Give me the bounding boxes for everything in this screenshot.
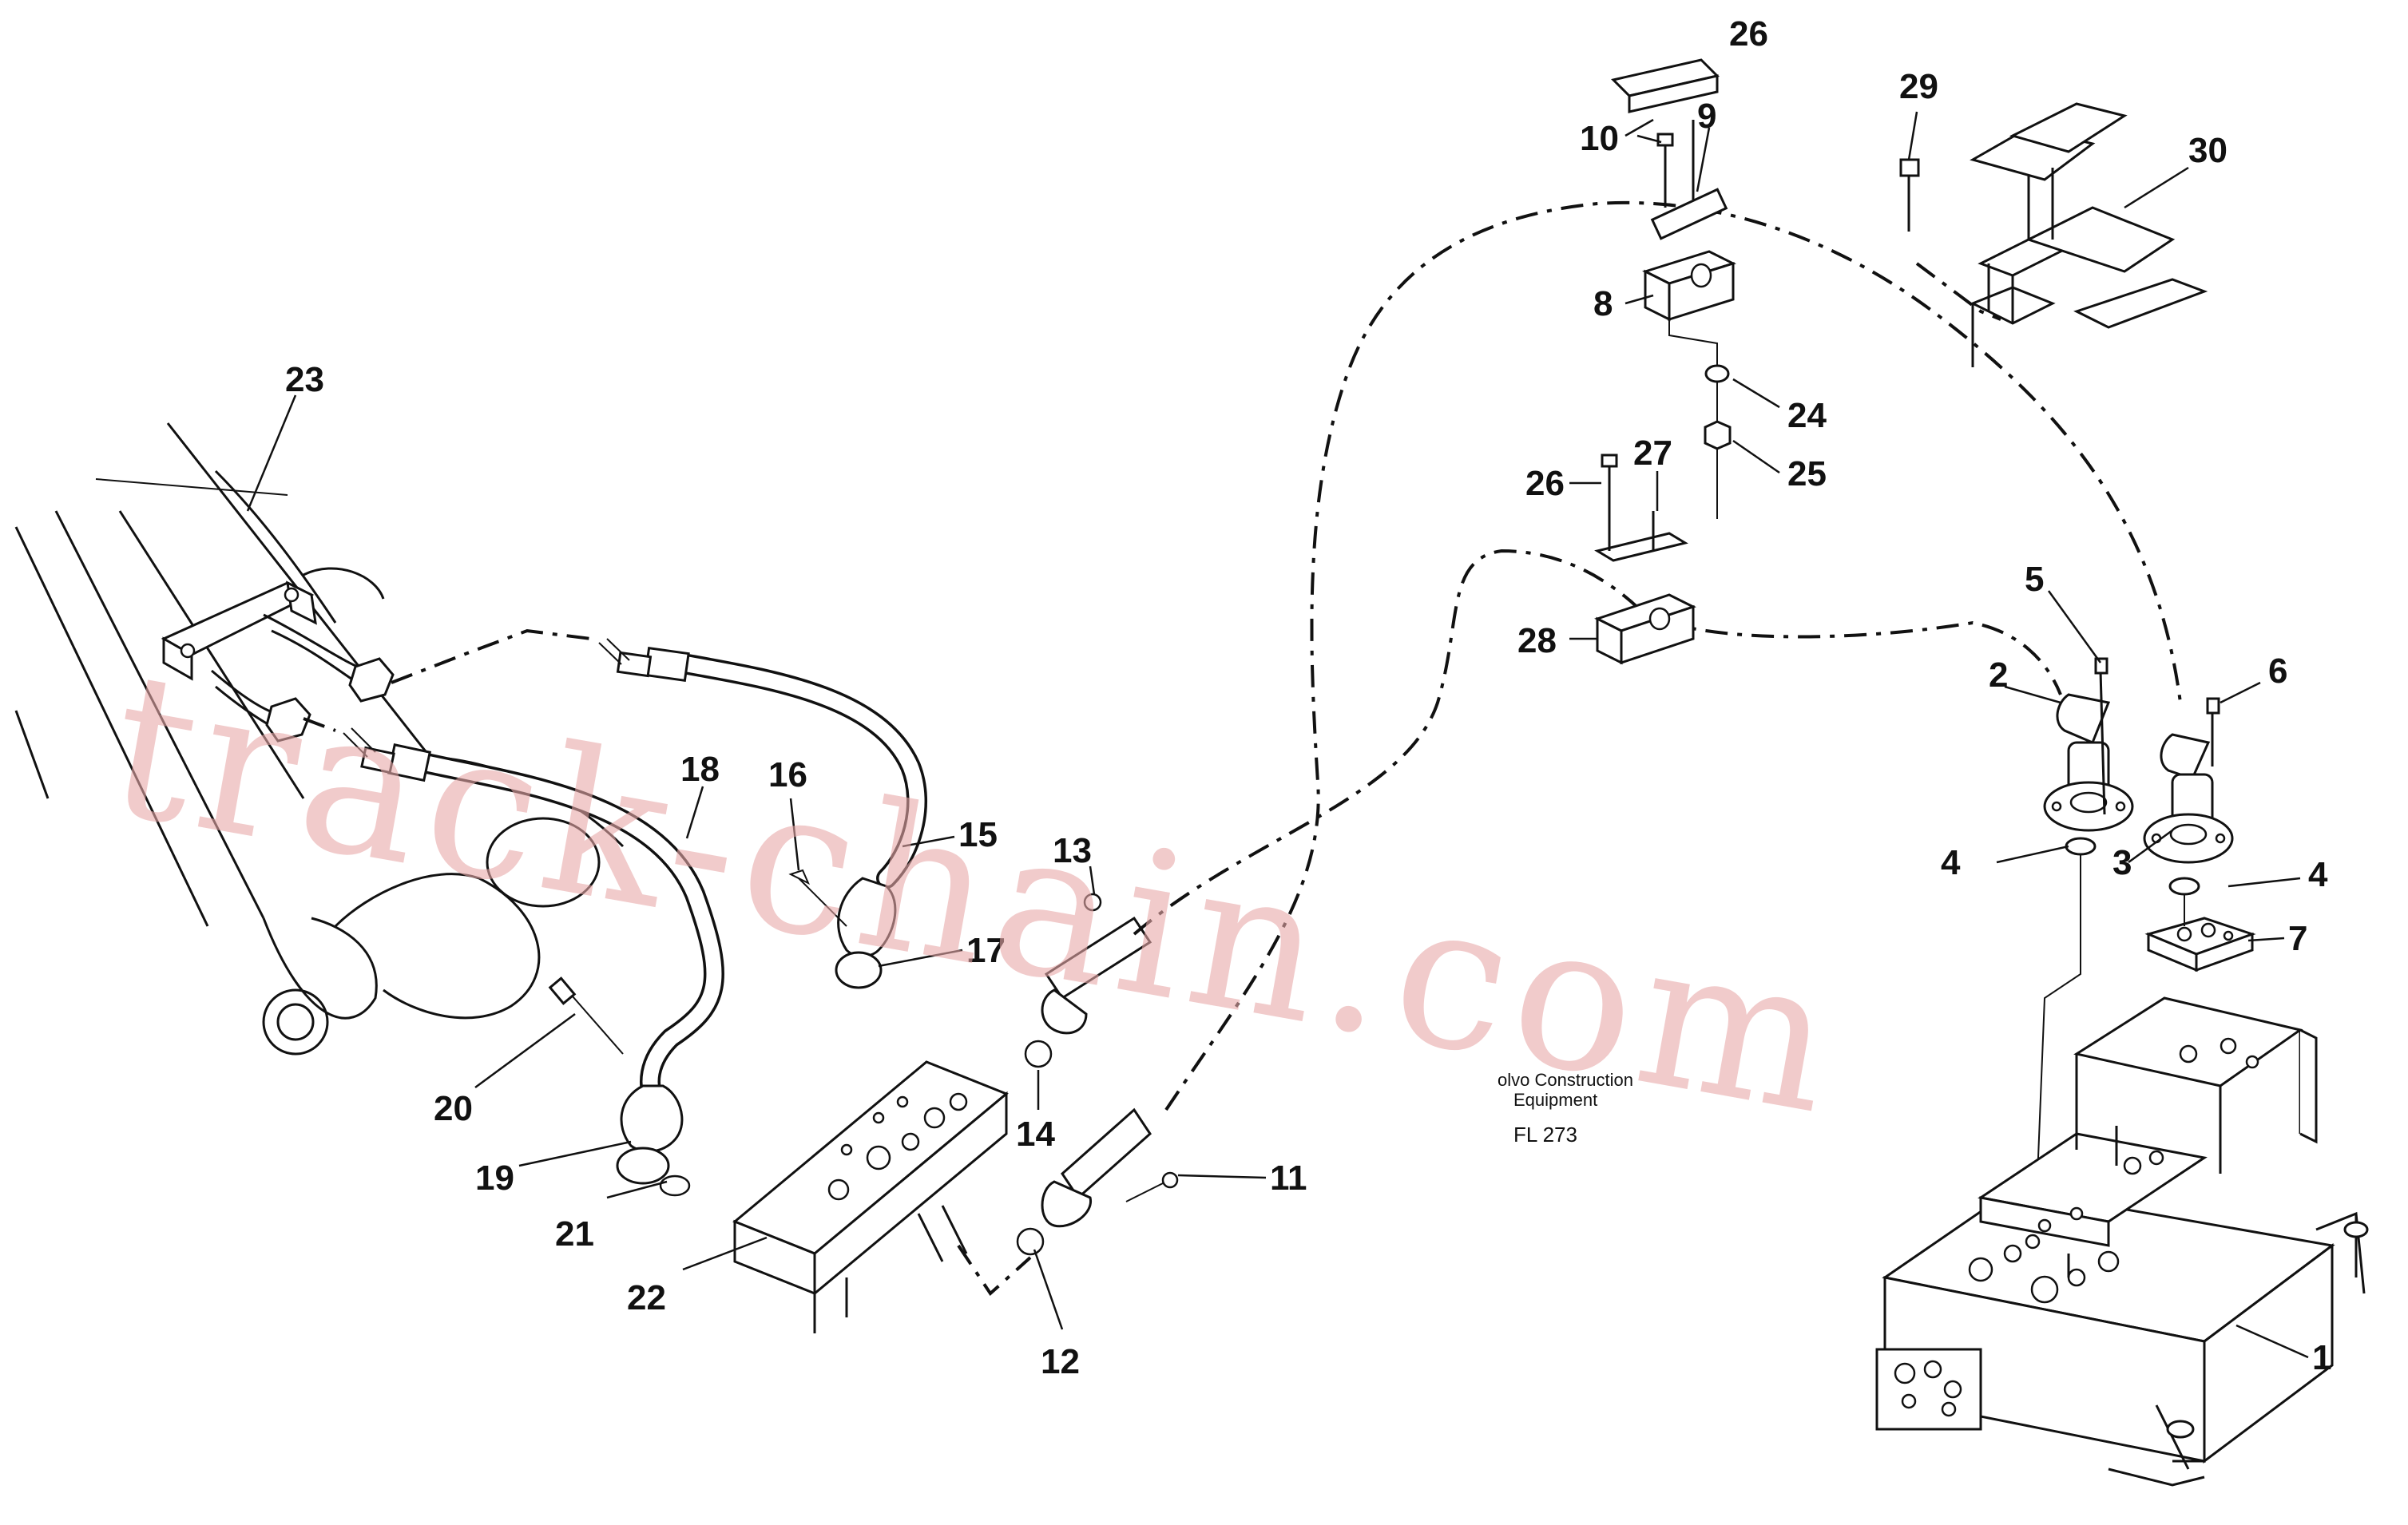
- callout-4b: 4: [2308, 855, 2328, 894]
- callout-22: 22: [627, 1278, 666, 1317]
- callout-4a: 4: [1941, 843, 1961, 882]
- valve-fitting-11: [1016, 1107, 1179, 1256]
- clamp-lower: [1594, 454, 1696, 665]
- callout-12: 12: [1041, 1342, 1080, 1381]
- leader-lines: [246, 111, 2309, 1359]
- callout-29: 29: [1899, 67, 1938, 106]
- swivel-fitting: [788, 869, 897, 989]
- callout-11: 11: [1270, 1159, 1307, 1198]
- valve-fitting-13: [1024, 893, 1152, 1068]
- valve-block-22: [732, 1060, 1009, 1333]
- callout-5: 5: [2025, 560, 2044, 599]
- callout-7: 7: [2288, 919, 2307, 958]
- callout-3: 3: [2112, 843, 2132, 882]
- callout-19: 19: [475, 1159, 514, 1198]
- control-lever-2: [2043, 657, 2134, 856]
- callout-25: 25: [1787, 454, 1827, 493]
- caption-line1: olvo Construction: [1498, 1070, 1633, 1090]
- callout-21: 21: [555, 1214, 594, 1254]
- nut-24-25: [1704, 364, 1732, 450]
- plate-7: [2144, 917, 2256, 972]
- callout-17: 17: [966, 931, 1006, 970]
- dash-boom-hose: [391, 628, 592, 684]
- dash-bracket-link: [1915, 262, 2001, 321]
- callout-28: 28: [1517, 621, 1557, 660]
- callout-2: 2: [1989, 656, 2008, 695]
- callout-27: 27: [1633, 434, 1672, 473]
- control-lever-3: [2143, 697, 2234, 896]
- callout-6: 6: [2268, 652, 2287, 691]
- callout-15: 15: [958, 815, 998, 854]
- boom-pipes: [211, 613, 395, 743]
- caption-code: FL 273: [1513, 1123, 1577, 1147]
- callout-13: 13: [1053, 831, 1092, 870]
- dash-valve-link: [957, 1244, 1032, 1297]
- callout-23: 23: [285, 360, 324, 399]
- elbow-fitting: [548, 976, 691, 1197]
- mounting-bracket-30: [1899, 102, 2208, 367]
- dash-boom-hose-2: [303, 717, 336, 732]
- callout-9: 9: [1697, 97, 1716, 136]
- callout-26b: 26: [1525, 464, 1565, 503]
- callout-20: 20: [434, 1089, 473, 1128]
- hose-18: [343, 727, 724, 1112]
- hose-15: [598, 638, 927, 889]
- callout-labels: 1 2 3 4 4 5 6 7 8 9 10 11 12 13 14 15 16…: [285, 14, 2331, 1381]
- callout-1: 1: [2312, 1338, 2331, 1377]
- callout-26a: 26: [1729, 14, 1768, 53]
- link-24-25: [1668, 319, 1718, 519]
- callout-18: 18: [680, 750, 720, 789]
- diagram-caption: olvo Construction Equipment FL 273: [1498, 1070, 1633, 1147]
- link-lever-2: [2036, 854, 2081, 1198]
- callout-30: 30: [2188, 131, 2227, 170]
- callout-24: 24: [1787, 396, 1827, 435]
- callout-8: 8: [1593, 284, 1613, 323]
- callout-16: 16: [768, 755, 807, 794]
- dash-loop-inner: [1133, 549, 2062, 936]
- clamp-upper: [1611, 58, 1736, 322]
- callout-10: 10: [1580, 119, 1619, 158]
- callout-14: 14: [1016, 1115, 1055, 1154]
- main-valve-block: [1875, 996, 2369, 1487]
- caption-line2: Equipment: [1513, 1090, 1597, 1110]
- watermark-text: track-chain.com: [95, 628, 1857, 1160]
- boom-bracket: [161, 580, 317, 681]
